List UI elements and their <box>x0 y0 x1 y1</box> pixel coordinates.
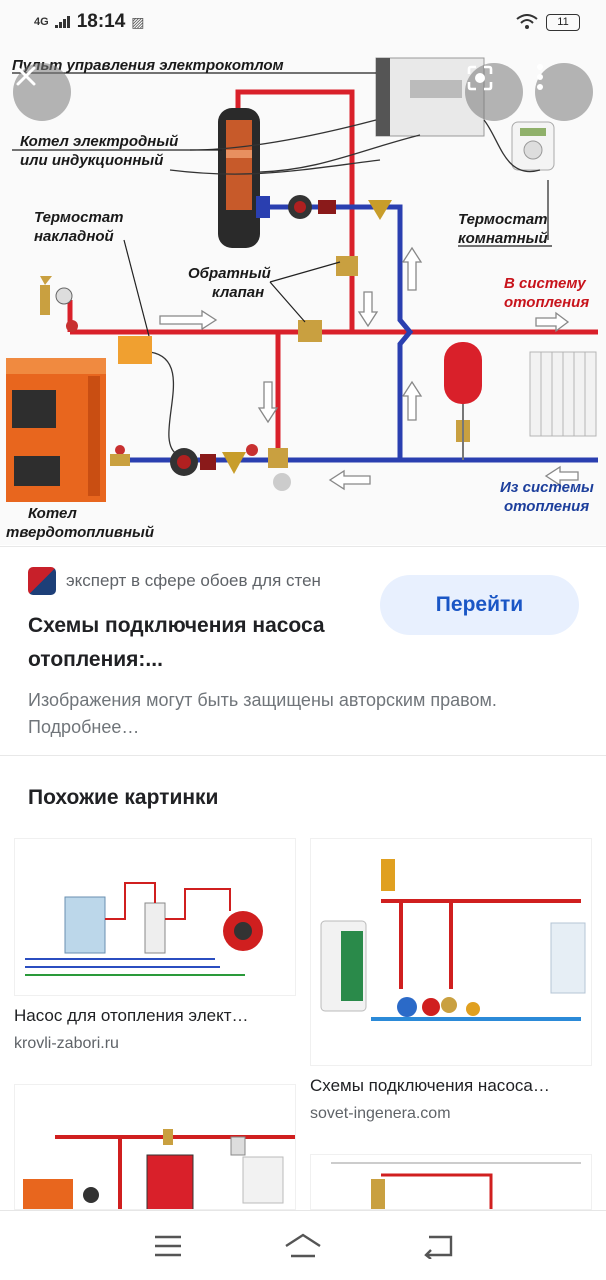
label-control-panel: Пульт управления электрокотлом <box>12 57 284 74</box>
similar-thumbnail[interactable] <box>14 1084 296 1210</box>
check-valve-mid <box>298 320 322 342</box>
similar-domain: krovli-zabori.ru <box>14 1035 119 1052</box>
gallery-icon: ▨ <box>131 13 145 30</box>
room-thermostat-icon <box>511 121 555 171</box>
more-vert-icon <box>537 64 543 90</box>
similar-thumbnail[interactable] <box>14 838 296 996</box>
preview-image[interactable]: Пульт управления электрокотлом Котел эле… <box>0 0 606 545</box>
similar-thumbnail[interactable] <box>310 838 592 1066</box>
label-solid-boiler: Котел твердотопливный <box>6 504 154 542</box>
expansion-tank-icon <box>444 342 482 460</box>
pump-bottom-icon <box>110 444 291 491</box>
close-icon <box>16 66 36 86</box>
similar-card[interactable] <box>310 1154 592 1210</box>
label-from-heating-line1: Из системы <box>500 479 594 496</box>
back-icon <box>424 1235 453 1259</box>
close-button[interactable] <box>13 63 71 121</box>
label-to-heating-line1: В систему <box>504 275 586 292</box>
solid-fuel-boiler-icon <box>6 358 106 502</box>
label-room-thermostat-line2: комнатный <box>458 230 548 247</box>
label-solid-boiler-line1: Котел <box>28 505 77 522</box>
similar-title: Насос для отопления элект… <box>14 1006 249 1025</box>
label-surface-thermostat: Термостат накладной <box>34 208 124 246</box>
system-nav-bar <box>0 1210 606 1280</box>
label-surface-thermostat-line1: Термостат <box>34 209 124 226</box>
more-button[interactable] <box>535 63 593 121</box>
similar-thumbnail[interactable] <box>310 1154 592 1210</box>
label-from-heating: Из системы отопления <box>500 478 594 516</box>
source-row[interactable]: эксперт в сфере обоев для стен <box>28 567 321 595</box>
visit-button[interactable]: Перейти <box>380 575 579 635</box>
menu-icon <box>154 1235 181 1256</box>
back-button[interactable] <box>413 1226 463 1266</box>
label-surface-thermostat-line2: накладной <box>34 228 114 245</box>
label-to-heating: В систему отопления <box>504 274 589 312</box>
lens-button[interactable] <box>465 63 523 121</box>
source-name: эксперт в сфере обоев для стен <box>66 571 321 590</box>
lens-icon <box>467 65 493 91</box>
similar-card[interactable]: Схемы подключения насоса… sovet-ingenera… <box>310 838 592 1123</box>
recent-apps-button[interactable] <box>143 1226 193 1266</box>
pump-top-icon <box>288 195 392 220</box>
check-valve-top <box>336 256 358 276</box>
label-to-heating-line2: отопления <box>504 294 590 311</box>
label-electrode-boiler-line1: Котел электродный <box>20 133 179 150</box>
thermostat-scheme-thumbnail <box>23 1129 295 1209</box>
label-electrode-boiler-line2: или индукционный <box>20 152 164 169</box>
similar-card[interactable]: Насос для отопления элект… krovli-zabori… <box>14 838 296 1053</box>
label-from-heating-line2: отопления <box>504 498 590 515</box>
similar-card[interactable] <box>14 1084 296 1210</box>
label-check-valve: Обратный клапан <box>188 264 271 302</box>
safety-group-icon <box>40 276 78 332</box>
label-room-thermostat: Термостат комнатный <box>458 210 548 248</box>
signal-icon <box>54 16 70 28</box>
label-check-valve-line1: Обратный <box>188 265 271 282</box>
result-info: эксперт в сфере обоев для стен Перейти С… <box>0 546 606 756</box>
electrode-boiler-icon <box>218 108 270 248</box>
circulation-pump-thumbnail <box>331 1162 581 1209</box>
label-solid-boiler-line2: твердотопливный <box>6 524 155 541</box>
battery-icon: 11 <box>546 13 580 31</box>
result-title[interactable]: Схемы подключения насоса отопления:... <box>28 614 325 671</box>
radiator-icon <box>529 351 597 437</box>
copyright-notice[interactable]: Изображения могут быть защищены авторски… <box>28 690 497 737</box>
similar-title: Схемы подключения насоса… <box>310 1076 550 1095</box>
home-icon <box>285 1233 321 1257</box>
home-button[interactable] <box>278 1226 328 1266</box>
source-favicon <box>28 567 56 595</box>
status-bar: 4G 18:14 ▨ 11 <box>0 0 606 44</box>
label-electrode-boiler: Котел электродный или индукционный <box>20 132 178 170</box>
surface-thermostat-icon <box>118 336 152 364</box>
similar-heading: Похожие картинки <box>28 786 219 809</box>
label-room-thermostat-line1: Термостат <box>458 211 548 228</box>
network-type: 4G <box>34 15 49 28</box>
bypass-scheme-thumbnail <box>320 859 586 1021</box>
similar-domain: sovet-ingenera.com <box>310 1105 451 1122</box>
pump-wiring-thumbnail <box>25 882 263 976</box>
clock: 18:14 <box>76 11 126 32</box>
label-check-valve-line2: клапан <box>212 284 265 301</box>
wifi-icon <box>516 14 538 29</box>
